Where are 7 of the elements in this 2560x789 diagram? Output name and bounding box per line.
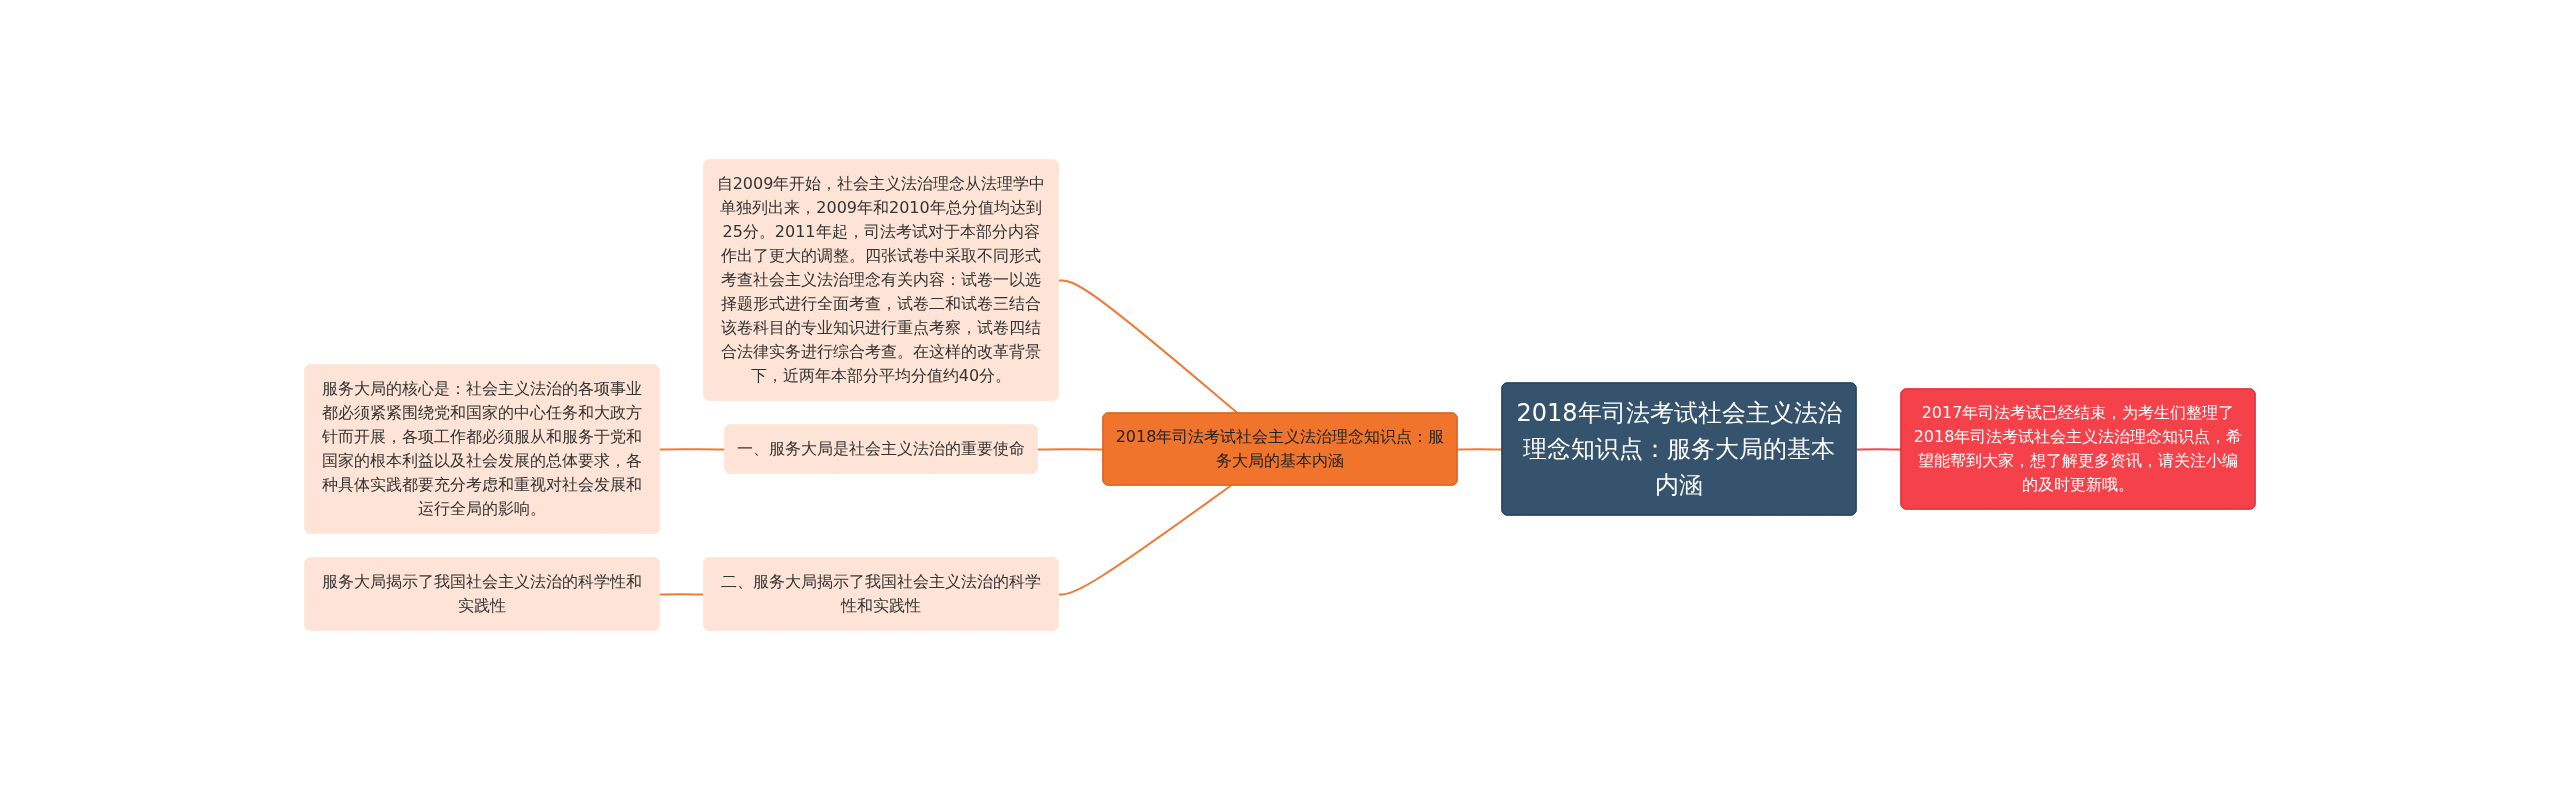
connector xyxy=(1057,484,1232,595)
connector xyxy=(1057,278,1239,414)
connector xyxy=(1855,447,1903,450)
connector xyxy=(658,592,706,595)
connector xyxy=(1456,447,1504,450)
connector xyxy=(658,447,727,450)
connector xyxy=(1036,447,1105,450)
